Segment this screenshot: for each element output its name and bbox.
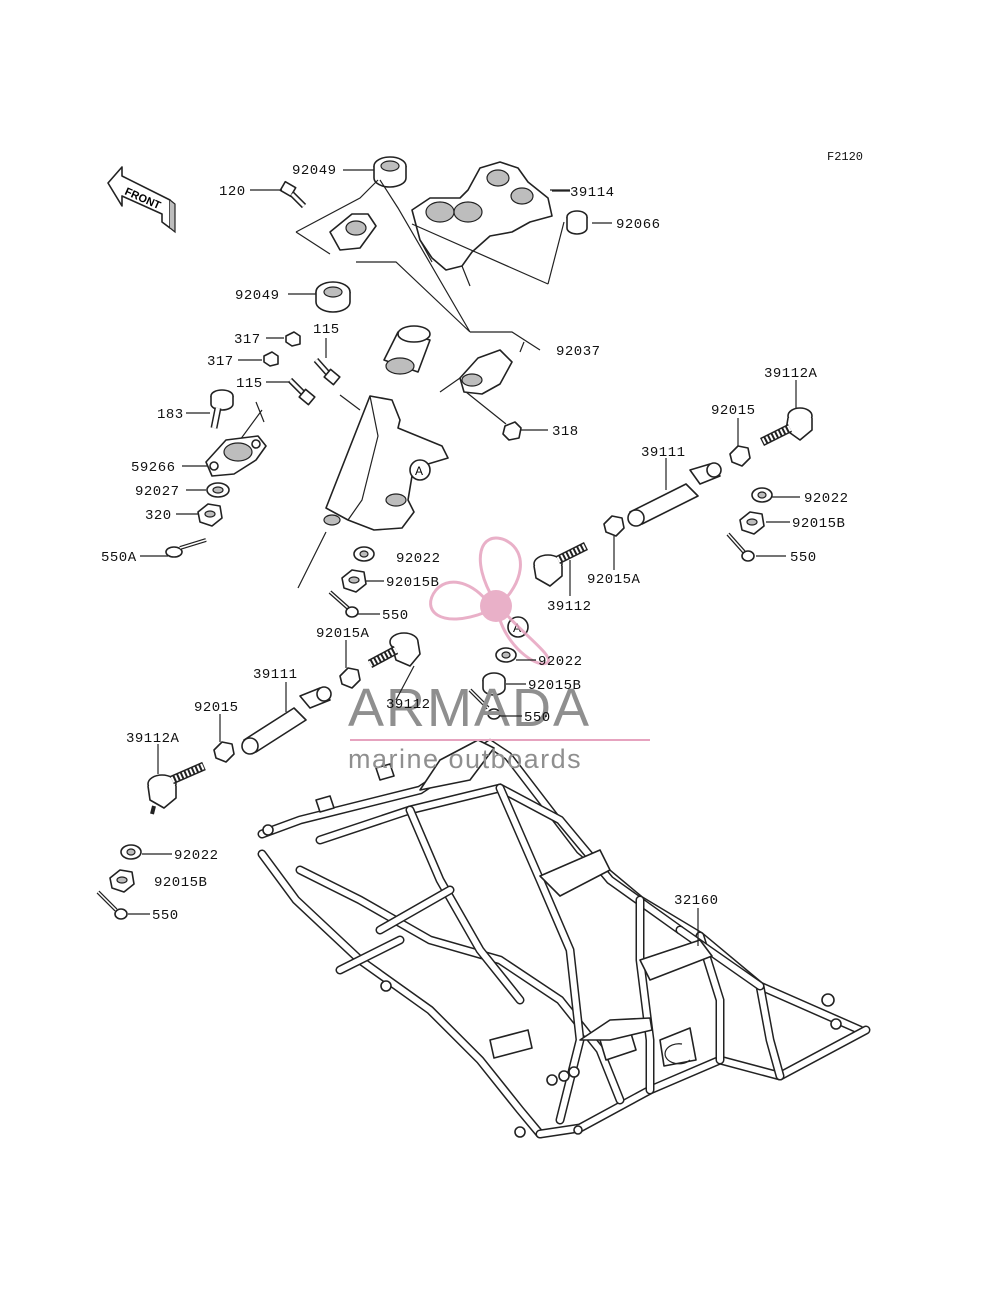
pin-550-center xyxy=(328,590,359,618)
nut-92015A-left xyxy=(339,667,361,689)
leader-lines xyxy=(128,169,800,946)
label-92037: 92037 xyxy=(556,344,601,360)
bushing-92049-top xyxy=(373,156,407,188)
label-39112-right: 39112 xyxy=(547,599,592,615)
label-183: 183 xyxy=(157,407,184,423)
steering-pipe xyxy=(383,325,431,375)
nut-92015-left xyxy=(213,741,235,763)
label-92066: 92066 xyxy=(616,217,661,233)
label-550-right: 550 xyxy=(790,550,817,566)
label-92022-right: 92022 xyxy=(804,491,849,507)
label-92015B-bottom-left: 92015B xyxy=(154,875,207,891)
svg-text:A: A xyxy=(513,621,521,635)
label-92049-top: 92049 xyxy=(292,163,337,179)
clamp-92037 xyxy=(459,349,513,395)
label-92022-center: 92022 xyxy=(396,551,441,567)
figure-ref: F2120 xyxy=(827,150,863,164)
label-550-middle: 550 xyxy=(524,710,551,726)
part-labels: 92049 120 39114 92066 92049 317 115 317 … xyxy=(101,163,849,924)
label-550-bottom-left: 550 xyxy=(152,908,179,924)
label-59266: 59266 xyxy=(131,460,176,476)
cap-92066 xyxy=(566,210,588,235)
nut-92015B-right xyxy=(739,511,765,535)
steering-bracket xyxy=(323,395,449,531)
label-550-center: 550 xyxy=(382,608,409,624)
nut-92015B-center xyxy=(341,569,367,593)
nut-320 xyxy=(197,503,223,527)
label-92027: 92027 xyxy=(135,484,180,500)
washer-92027 xyxy=(206,482,230,498)
handlebar-holder-39114 xyxy=(411,161,553,287)
pin-550-right xyxy=(726,532,755,562)
tie-rod-39111-right xyxy=(627,462,722,527)
cotter-pin-550A xyxy=(165,538,207,558)
label-550A: 550A xyxy=(101,550,137,566)
nut-317-a xyxy=(285,331,301,347)
pin-550-middle xyxy=(468,688,501,720)
watermark-tagline: marine outboards xyxy=(348,744,582,774)
svg-text:A: A xyxy=(415,464,423,478)
label-120: 120 xyxy=(219,184,246,200)
clamp-upper xyxy=(329,213,377,251)
watermark: ARMADA marine outboards xyxy=(348,536,650,774)
label-92015A-left: 92015A xyxy=(316,626,370,642)
label-92015B-middle: 92015B xyxy=(528,678,581,694)
nut-317-b xyxy=(263,351,279,367)
bolt-115-a xyxy=(313,358,341,386)
label-39112A-right: 39112A xyxy=(764,366,818,382)
pin-550-bottom-left xyxy=(96,890,128,920)
washer-92022-middle xyxy=(495,647,517,663)
label-317-a: 317 xyxy=(234,332,261,348)
tie-rod-end-39112-right xyxy=(533,541,589,587)
marker-a-upper: A xyxy=(409,459,431,481)
label-115-b: 115 xyxy=(236,376,263,392)
label-115-a: 115 xyxy=(313,322,340,338)
nut-92015B-bottom-left xyxy=(109,869,135,893)
washer-92022-bottom-left xyxy=(120,844,142,860)
label-39112-left: 39112 xyxy=(386,697,431,713)
tie-rod-end-39112-left xyxy=(367,632,421,668)
nut-92015A-right xyxy=(603,515,625,537)
nut-318 xyxy=(502,421,522,441)
label-92015A-right: 92015A xyxy=(587,572,641,588)
propeller-logo-icon xyxy=(429,536,550,666)
label-92015B-right: 92015B xyxy=(792,516,845,532)
label-92015B-center: 92015B xyxy=(386,575,439,591)
tie-rod-39111-left xyxy=(241,686,332,755)
bolt-115-b xyxy=(287,377,316,406)
label-39112A-left: 39112A xyxy=(126,731,180,747)
label-318: 318 xyxy=(552,424,579,440)
label-92015-right: 92015 xyxy=(711,403,756,419)
washer-92022-center xyxy=(353,546,375,562)
frame-32160 xyxy=(257,738,871,1139)
nut-92015-right xyxy=(729,445,751,467)
watermark-brand: ARMADA xyxy=(348,678,591,738)
bolt-183 xyxy=(210,389,234,429)
label-92022-bottom-left: 92022 xyxy=(174,848,219,864)
label-320: 320 xyxy=(145,508,172,524)
nut-92015B-middle xyxy=(482,672,506,696)
label-39111-right: 39111 xyxy=(641,445,686,461)
label-39111-left: 39111 xyxy=(253,667,298,683)
front-arrow-icon: FRONT xyxy=(107,166,176,234)
label-92022-middle: 92022 xyxy=(538,654,583,670)
tie-rod-end-39112A-right xyxy=(759,407,813,447)
label-92015-left: 92015 xyxy=(194,700,239,716)
label-32160: 32160 xyxy=(674,893,719,909)
label-317-b: 317 xyxy=(207,354,234,370)
label-39114: 39114 xyxy=(570,185,615,201)
label-92049-lower: 92049 xyxy=(235,288,280,304)
flange-59266 xyxy=(205,435,267,477)
washer-92022-right xyxy=(751,487,773,503)
tie-rod-end-39112A-left xyxy=(147,761,206,815)
bolt-120 xyxy=(279,180,307,209)
bushing-92049-lower xyxy=(315,281,351,313)
